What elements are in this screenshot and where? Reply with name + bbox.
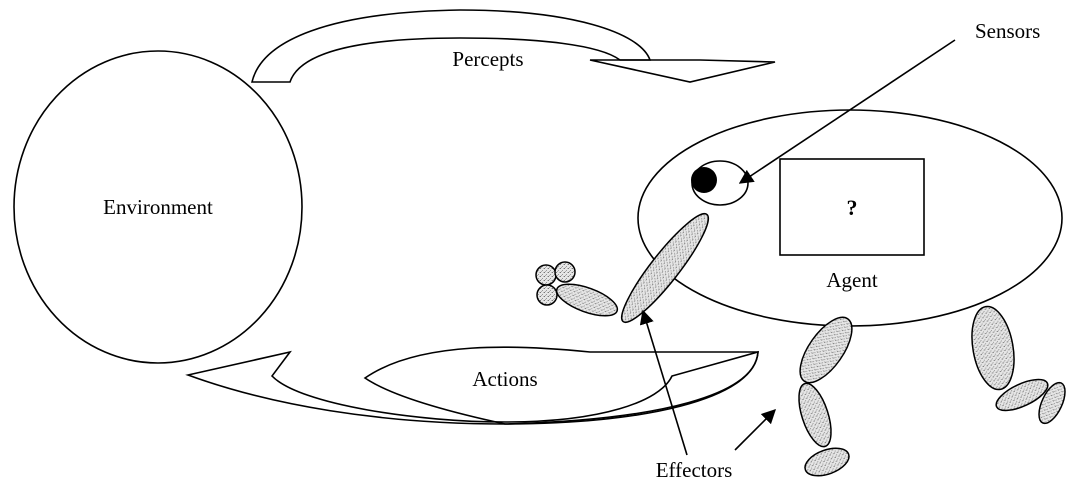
sensors-pointer bbox=[738, 39, 956, 184]
actions-arrow: Actions bbox=[185, 346, 759, 425]
percepts-label: Percepts bbox=[452, 47, 523, 71]
arm-effector bbox=[535, 212, 710, 324]
agent-node: ? Agent bbox=[637, 109, 1063, 327]
effectors-arm-pointer bbox=[639, 309, 688, 456]
effectors-callout: Effectors bbox=[639, 309, 777, 482]
agent-label: Agent bbox=[826, 268, 877, 292]
sensors-callout: Sensors bbox=[738, 19, 1040, 184]
environment-node: Environment bbox=[13, 50, 303, 364]
effectors-leg-pointer bbox=[734, 408, 777, 451]
actions-label: Actions bbox=[472, 367, 537, 391]
eye-icon bbox=[691, 160, 749, 206]
percepts-arrow: Percepts bbox=[250, 9, 776, 83]
environment-label: Environment bbox=[103, 195, 213, 219]
sensors-label: Sensors bbox=[975, 19, 1040, 43]
legs-effector bbox=[798, 305, 1066, 477]
unknown-label: ? bbox=[847, 195, 858, 220]
unknown-box bbox=[779, 158, 925, 256]
effectors-label: Effectors bbox=[656, 458, 733, 482]
